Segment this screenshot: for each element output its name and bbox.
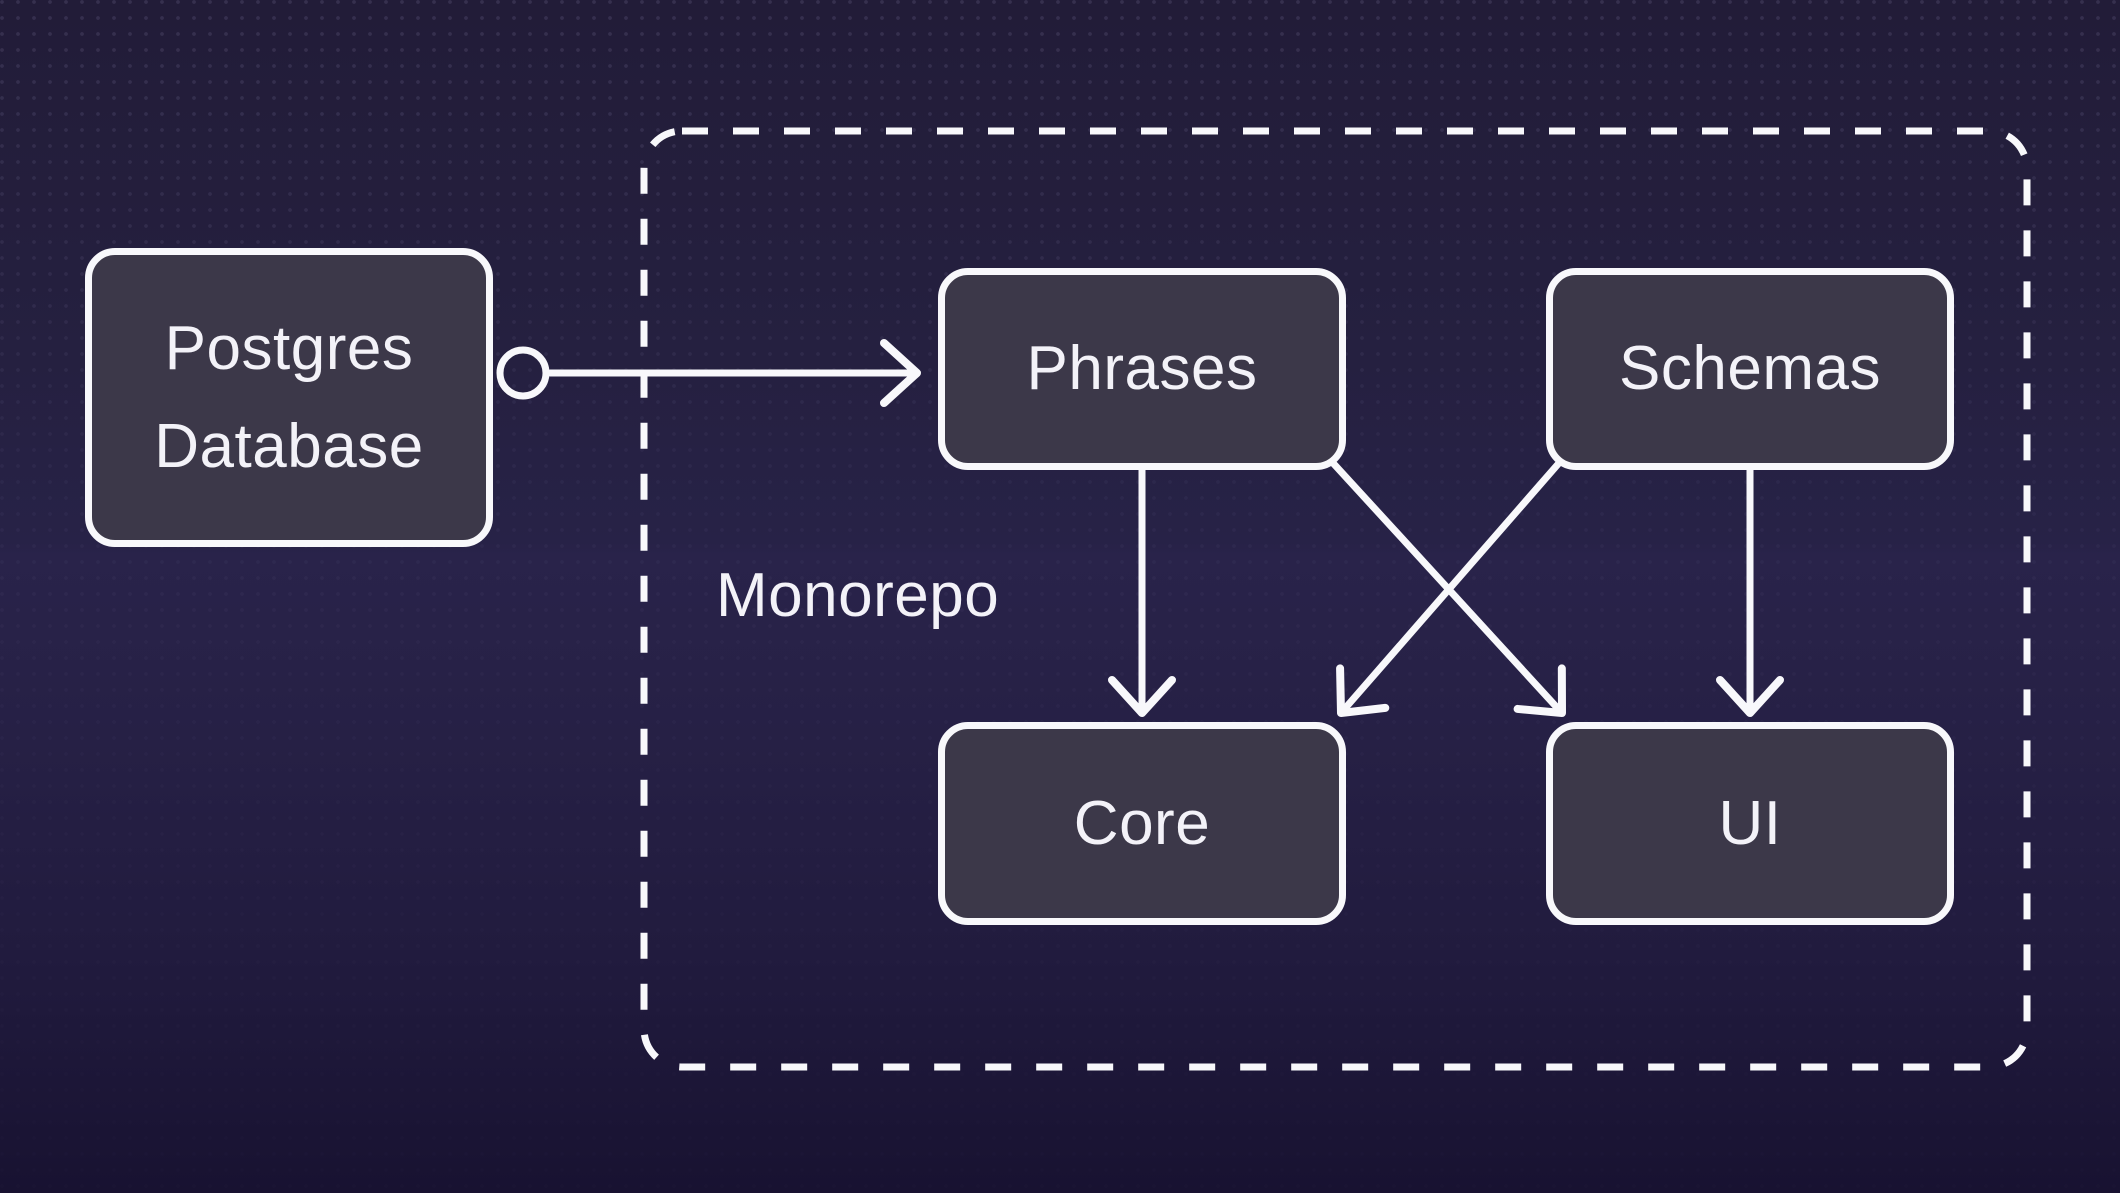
edge-schemas-core: [1336, 459, 1563, 717]
node-phrases: Phrases: [938, 268, 1346, 470]
node-schemas: Schemas: [1546, 268, 1954, 470]
edge-source-circle: [496, 346, 550, 400]
node-postgres-database: Postgres Database: [85, 248, 493, 547]
monorepo-boundary: [640, 127, 2031, 1071]
node-label: Core: [1073, 788, 1211, 858]
node-core: Core: [938, 722, 1346, 925]
node-label: Database: [154, 411, 424, 481]
node-label: UI: [1718, 788, 1782, 858]
node-label: Schemas: [1619, 334, 1881, 403]
node-label: Postgres: [164, 313, 414, 383]
node-ui: UI: [1546, 722, 1954, 925]
monorepo-label: Monorepo: [716, 561, 1000, 630]
node-label: Phrases: [1026, 334, 1258, 403]
